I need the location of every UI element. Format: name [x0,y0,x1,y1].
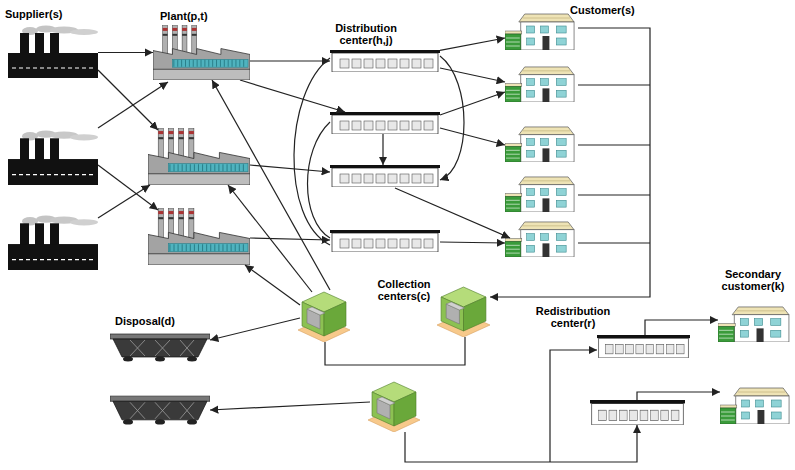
redistribution-node: Redistribution center(r) [597,335,690,358]
node-heading: Disposal(d) [115,315,175,327]
flow-line [637,392,720,400]
collection-icon [298,292,350,342]
bus-line [578,144,650,145]
house-icon [505,127,574,162]
node-icon [153,25,250,80]
flow-line [395,188,510,238]
disposal-icon [110,396,210,424]
warehouse-icon [330,230,440,252]
node-icon-shape [597,335,690,358]
house-icon [505,177,574,212]
node-icon-shape [505,14,574,50]
node-icon [110,330,210,362]
house-icon [505,67,574,102]
secondary-customer-node: Secondary customer(k) [718,305,793,342]
warehouse-icon [330,165,440,187]
flow-line [382,134,383,165]
distribution-node: Distribution center(h,j) [330,50,440,72]
flow-connector [440,38,505,50]
node-icon [330,50,440,72]
node-heading: Redistribution center(r) [528,305,618,329]
node-icon-shape [110,334,210,362]
supplier-icon [8,216,98,270]
flow-line [210,318,300,340]
warehouse-icon [330,112,440,134]
node-icon-shape [330,50,440,72]
node-heading: Customer(s) [570,4,635,16]
bus-line [578,194,650,195]
node-icon [505,12,578,50]
flow-connector [645,320,718,335]
plant-icon [148,128,250,185]
flow-line [440,92,505,115]
node-heading: Supplier(s) [5,8,62,20]
node-icon [8,25,98,78]
flow-line [405,425,637,462]
flow-line [250,238,330,240]
node-icon-shape [153,25,250,80]
house-icon [720,388,789,424]
flow-curve [308,122,331,238]
flow-line [240,80,345,112]
node-icon [597,335,690,358]
flow-line [550,350,597,462]
flow-line [98,82,168,128]
flow-line [440,128,505,145]
flow-line [228,185,312,292]
bus-line [578,84,650,85]
node-icon [718,305,793,342]
plant-node: Plant(p,t) [153,25,250,80]
flow-line [210,402,370,410]
flow-line [245,265,300,305]
node-icon [437,285,490,337]
flow-line [440,242,505,243]
house-icon [505,222,574,257]
flow-line [98,185,150,218]
collection-node: Collection centers(c) [437,285,490,337]
collection-icon [368,382,420,432]
disposal-node: Disposal(d) [110,330,210,362]
supplier-icon [8,131,98,185]
bus-line [578,242,650,243]
flow-line [98,70,158,130]
node-heading: Collection centers(c) [368,278,440,302]
flow-line [98,165,158,210]
supplier-node: Supplier(s) [8,25,98,78]
flow-curve [294,58,330,245]
flow-connector [490,28,650,297]
flow-connector [250,60,330,61]
customer-node: Customer(s) [505,12,578,50]
flow-line [440,68,505,82]
node-icon-shape [8,26,98,79]
flow-connector [98,52,153,53]
node-icon-shape [718,307,789,342]
node-heading: Plant(p,t) [160,10,208,22]
flow-line [212,80,330,290]
node-icon-shape [437,287,490,337]
node-heading: Secondary customer(k) [712,268,794,292]
node-heading: Distribution center(h,j) [330,22,402,46]
flow-curve [440,56,464,180]
warehouse-icon [590,400,685,425]
plant-icon [148,208,250,265]
flow-line [325,337,465,365]
